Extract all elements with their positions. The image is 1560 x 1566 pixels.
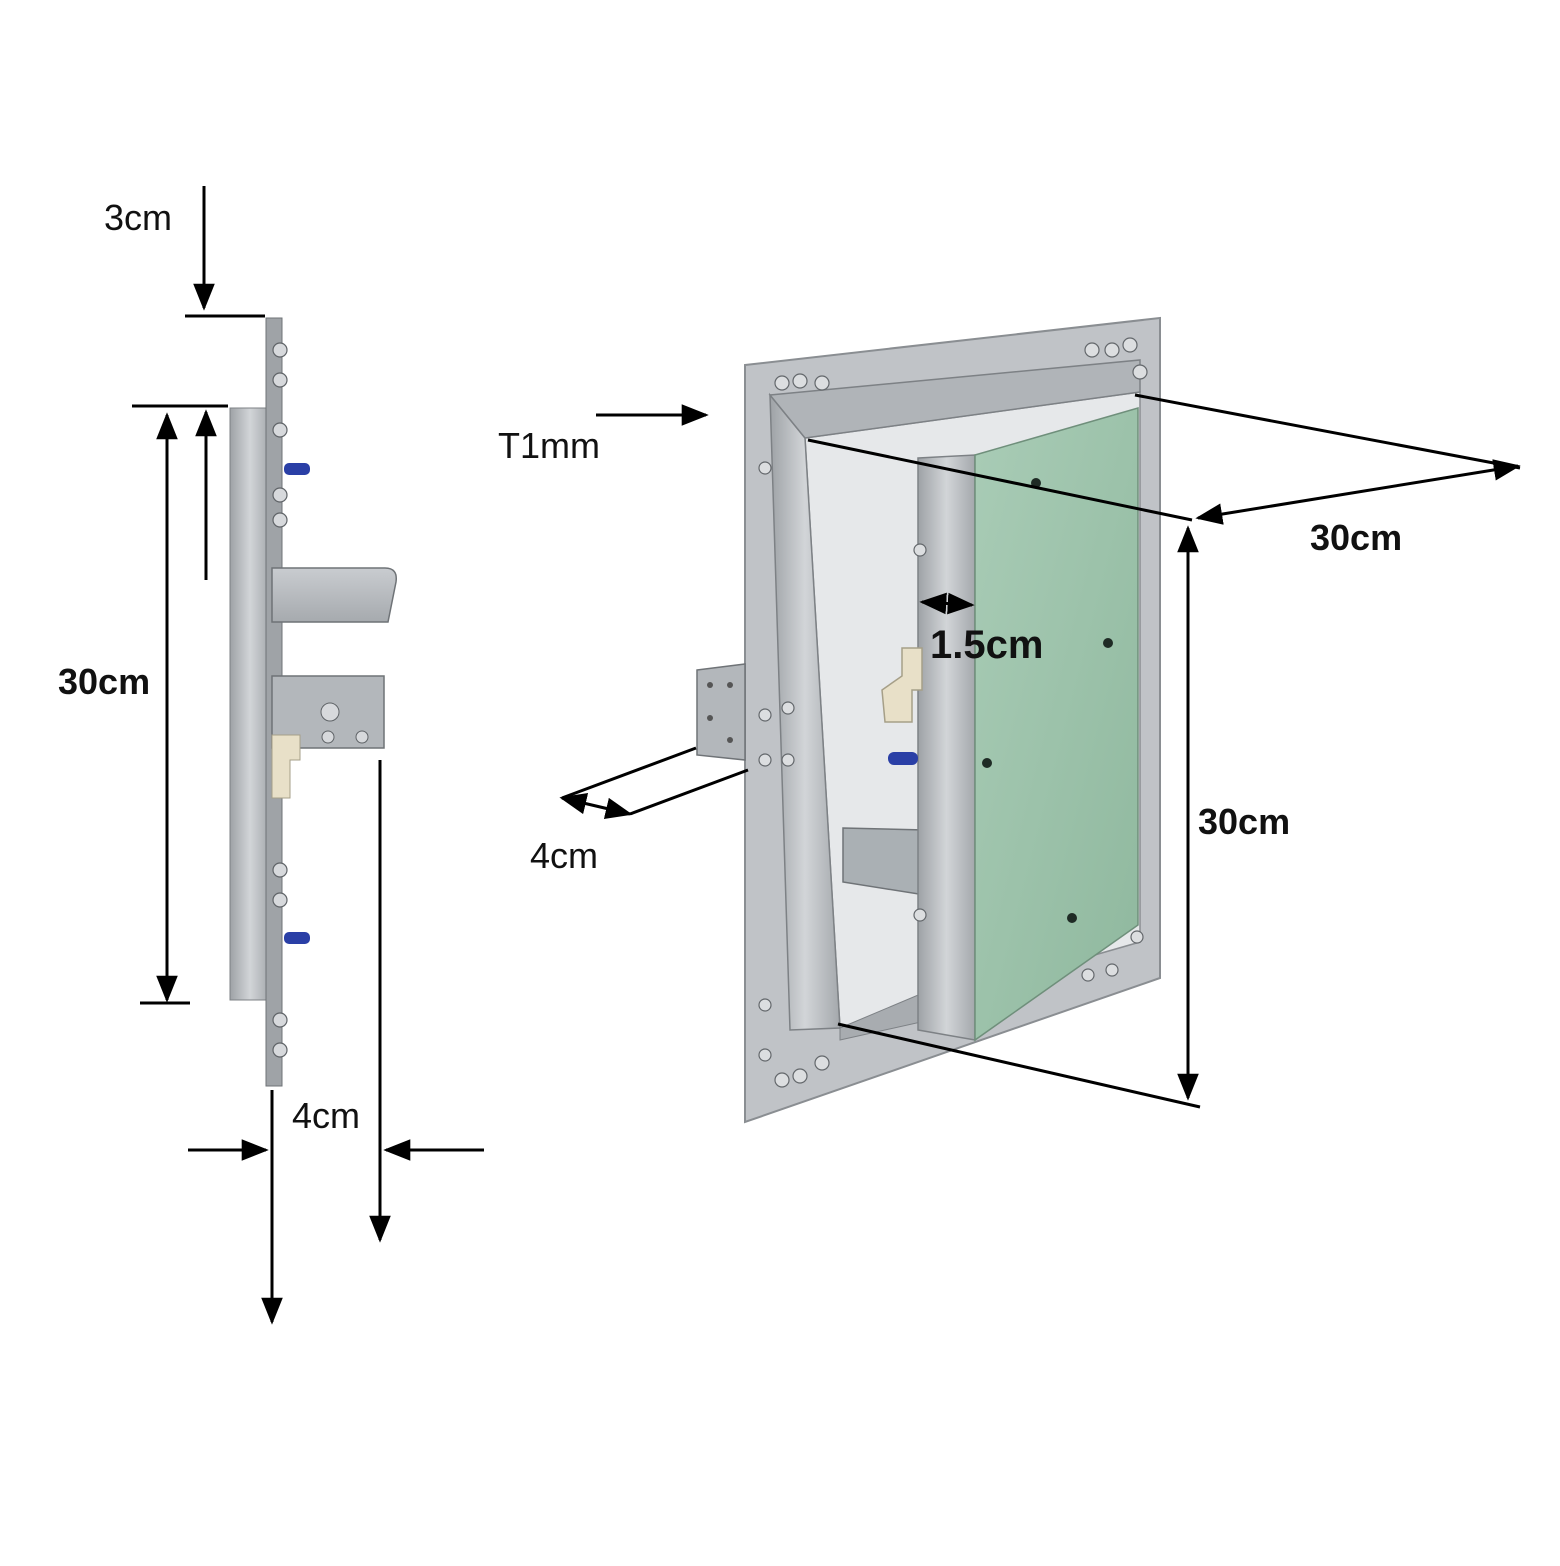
- perspective-depth-label: 4cm: [530, 835, 599, 876]
- mounting-bracket: [696, 663, 746, 761]
- door-board-holes: [982, 478, 1113, 923]
- perspective-dimension-lines: [559, 393, 1521, 1109]
- side-dimension-lines: [132, 186, 484, 1325]
- flange-screws: [758, 337, 1148, 1088]
- door-frame-width-label: 1.5cm: [930, 623, 1044, 667]
- blue-screw-icon: [888, 752, 918, 765]
- side-top-offset-label: 3cm: [104, 197, 173, 238]
- side-latch-icon: [271, 734, 301, 799]
- door-edge-frame: [917, 454, 976, 1041]
- door-gypsum-board: [974, 407, 1139, 1042]
- perspective-width-label: 30cm: [1310, 517, 1403, 558]
- side-view-product: [229, 317, 398, 1087]
- side-depth-label: 4cm: [292, 1095, 361, 1136]
- latch-icon: [881, 647, 923, 723]
- frame-top-wall: [768, 359, 1141, 439]
- side-height-label: 30cm: [58, 661, 151, 702]
- side-spring-hinge-icon: [271, 567, 398, 623]
- perspective-height-label: 30cm: [1198, 801, 1291, 842]
- thickness-label: T1mm: [498, 425, 600, 466]
- side-frame-plate: [229, 407, 271, 1001]
- perspective-view-product: [696, 316, 1161, 1124]
